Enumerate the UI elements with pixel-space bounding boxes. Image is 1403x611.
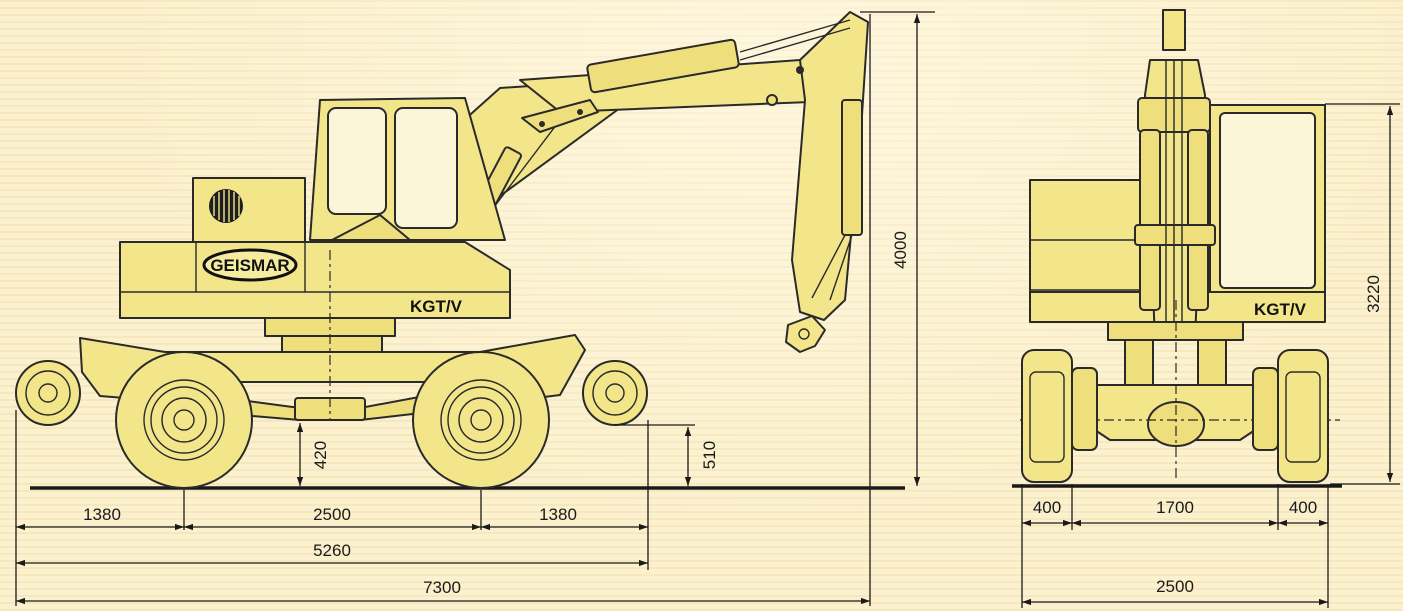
dim-rail-wheel-base: 5260 [313, 541, 351, 560]
dim-axle-clearance: 420 [311, 441, 330, 469]
dim-overhang-front: 1380 [83, 505, 121, 524]
rear-model-label: KGT/V [1254, 300, 1307, 319]
dim-track-center: 1700 [1156, 498, 1194, 517]
cab-window-front [327, 107, 387, 215]
side-view: GEISMAR KGT/V [15, 11, 935, 606]
rear-dimensions: 400 1700 400 2500 3220 [1021, 103, 1400, 608]
dim-cab-height: 3220 [1364, 275, 1383, 313]
rear-cab-window [1219, 112, 1316, 289]
side-model-label: KGT/V [410, 297, 463, 316]
rear-tyre-right [1252, 349, 1329, 483]
dim-track-left: 400 [1033, 498, 1061, 517]
rear-rail-wheel [582, 360, 648, 426]
rear-view: KGT/V [1012, 9, 1400, 608]
dim-overall-width: 2500 [1156, 577, 1194, 596]
front-road-wheel [115, 351, 253, 489]
side-dimensions: 1380 2500 1380 5260 7300 4000 420 510 [15, 11, 935, 606]
cab-window-rear [394, 107, 458, 229]
dim-overall-length: 7300 [423, 578, 461, 597]
dim-wheelbase: 2500 [313, 505, 351, 524]
dim-overhang-rear: 1380 [539, 505, 577, 524]
geismar-logo-text: GEISMAR [210, 256, 289, 275]
rear-road-wheel [412, 351, 550, 489]
dim-overall-height: 4000 [891, 231, 910, 269]
dim-rail-wheel-height: 510 [700, 441, 719, 469]
geismar-logo [202, 248, 298, 282]
upper-body: GEISMAR KGT/V [119, 97, 511, 319]
rear-tyre-left [1021, 349, 1098, 483]
front-rail-wheel [15, 360, 81, 426]
rear-boom [1134, 9, 1216, 341]
dim-track-right: 400 [1289, 498, 1317, 517]
